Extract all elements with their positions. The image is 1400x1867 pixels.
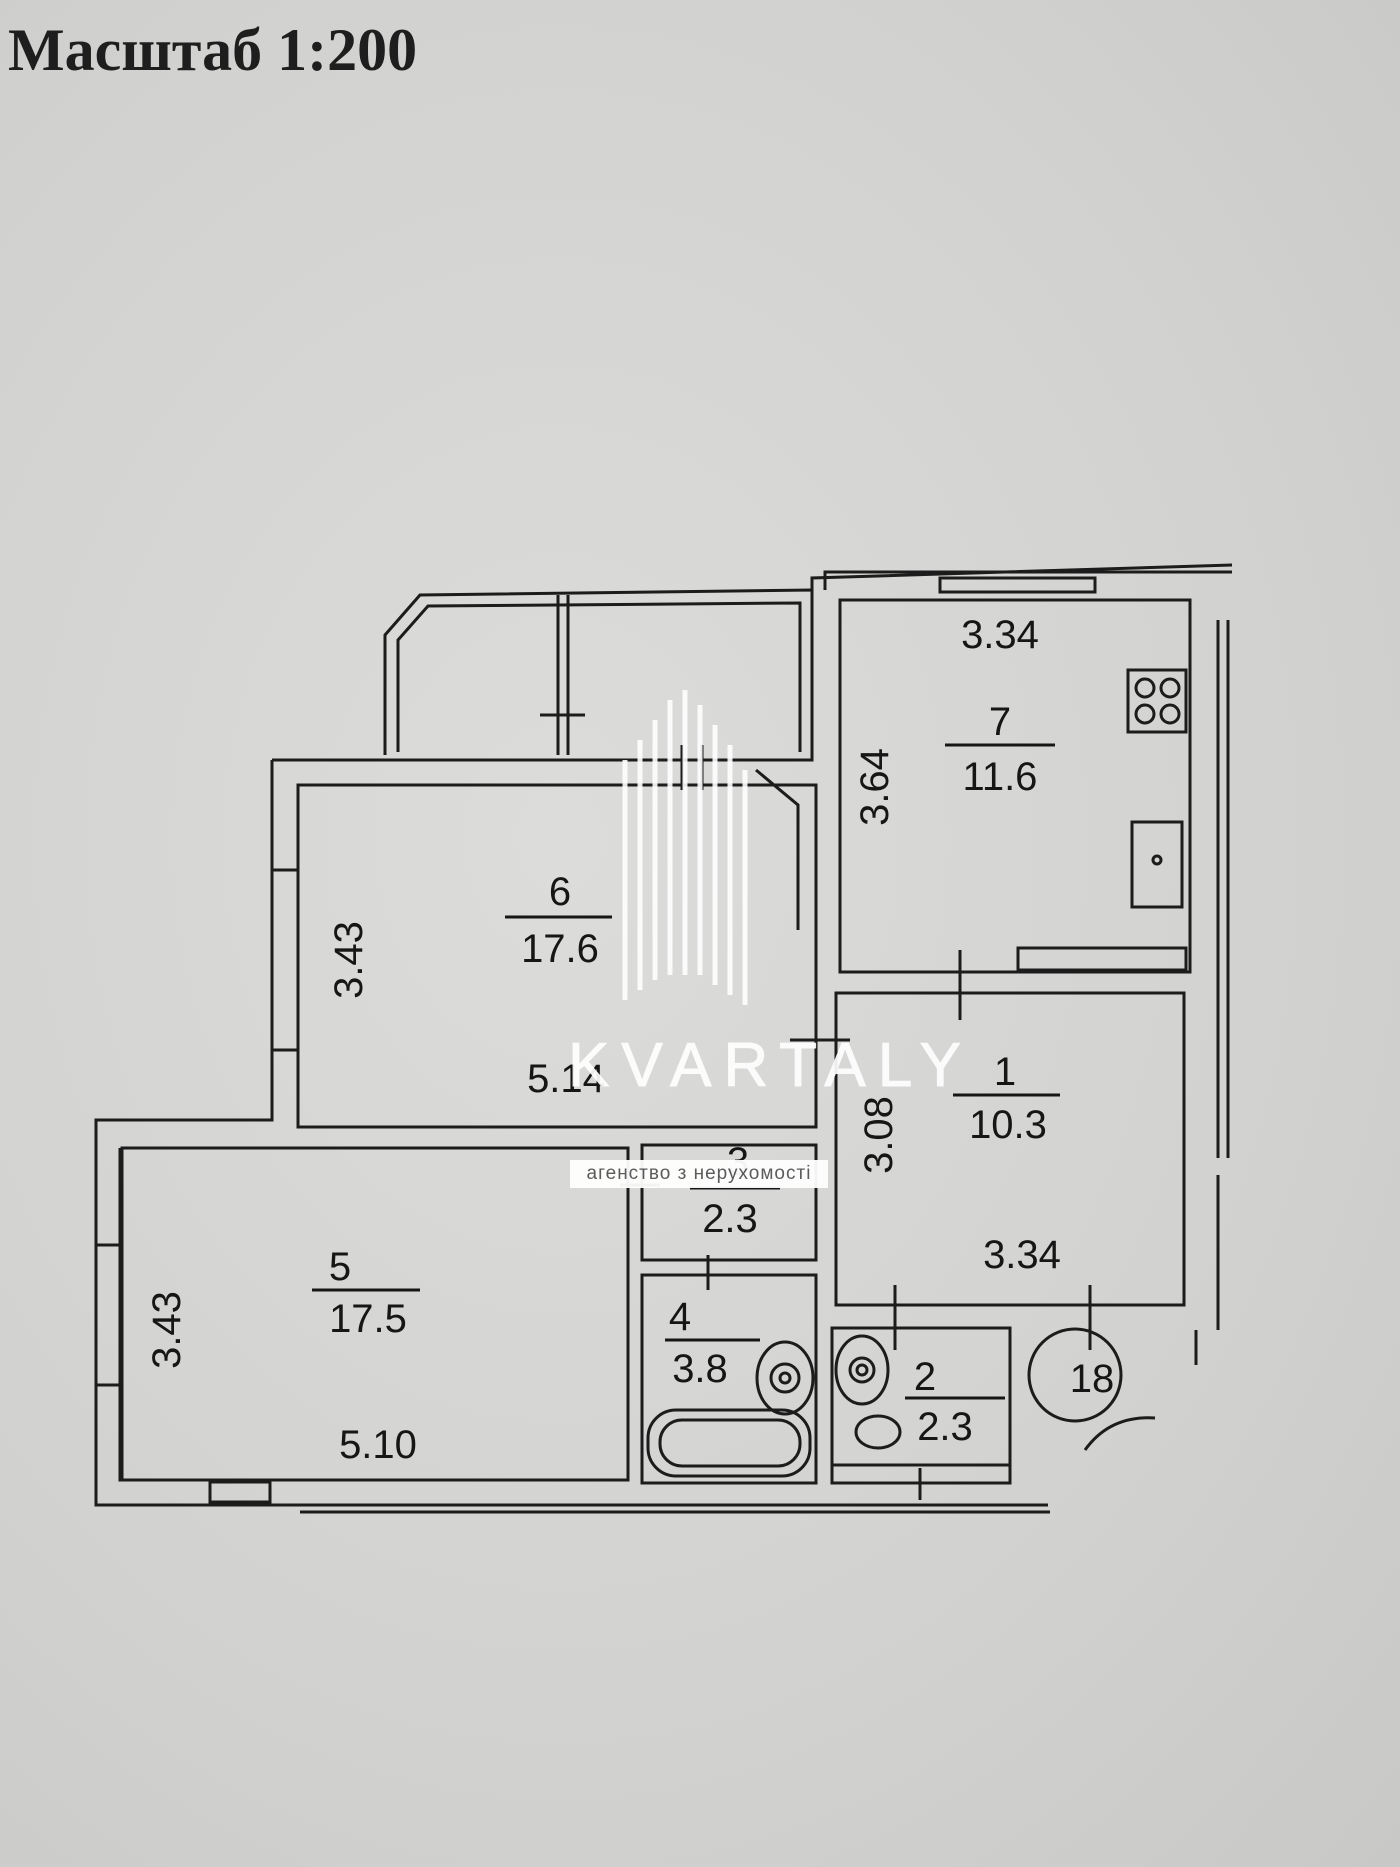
watermark-brand: KVARTALY [568,1031,973,1101]
room-4-area: 3.8 [672,1347,728,1391]
outer-wall-inner [823,570,1232,590]
dim-room6-depth: 3.43 [327,921,371,999]
room-5-area: 17.5 [329,1297,407,1341]
dim-room5-width: 5.10 [339,1423,417,1467]
stove [1126,668,1188,734]
window [208,1480,272,1504]
shaft-label: 18 [1070,1357,1115,1401]
room-6-number: 6 [549,870,571,914]
bathtub [646,1408,812,1478]
room-1-area: 10.3 [969,1103,1047,1147]
room-1-walls [834,991,1186,1307]
room-4-number: 4 [669,1295,691,1339]
room-4-walls [640,1273,818,1485]
room-6-area: 17.6 [521,927,599,971]
outer-wall [272,563,1233,762]
room-3-area: 2.3 [702,1197,758,1241]
room-2-number: 2 [914,1355,936,1399]
outer-wall [94,760,1048,1507]
room-1-number: 1 [994,1050,1016,1094]
toilet [834,1334,890,1406]
watermark-tagline: агенство з нерухомості [570,1160,828,1188]
room-5-number: 5 [329,1245,351,1289]
room-2-area: 2.3 [917,1405,973,1449]
counter [1016,946,1188,972]
balcony-outline [383,588,814,755]
watermark-logo [622,690,748,1005]
window [270,868,300,1052]
dim-kitchen-depth: 3.64 [853,748,897,826]
sink [1130,820,1184,909]
room-7-area: 11.6 [963,755,1038,799]
washbasin [854,1414,902,1450]
dim-hall-depth: 3.08 [857,1096,901,1174]
window [94,1243,124,1387]
shaft-18 [1027,1327,1123,1423]
dim-kitchen-width: 3.34 [961,613,1039,657]
room-7-walls [838,598,1192,974]
balcony-inner [396,601,802,752]
room-7-number: 7 [989,700,1011,744]
toilet [755,1340,815,1416]
scale-title: Масштаб 1:200 [8,17,418,83]
dim-room5-depth: 3.43 [145,1291,189,1369]
dim-room6-width: 5.14 [527,1057,605,1101]
room-3-walls [640,1143,818,1262]
window [938,576,1097,594]
dim-hall-width: 3.34 [983,1233,1061,1277]
